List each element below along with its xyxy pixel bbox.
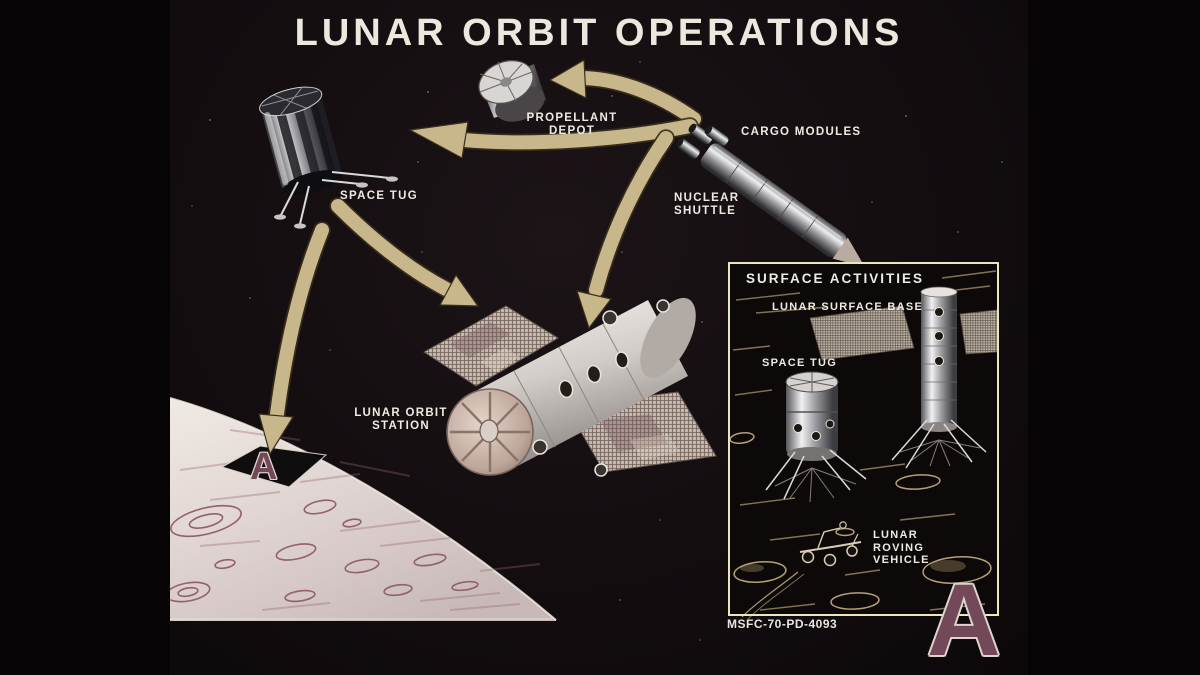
plate-letter: A (927, 563, 1001, 675)
space-tug-illustration (259, 86, 398, 229)
cargo-modules-illustration (675, 123, 730, 159)
cargo-modules-label: CARGO MODULES (741, 126, 862, 138)
lunar-orbit-station-label: LUNAR ORBIT STATION (336, 407, 466, 433)
propellant-depot-label: PROPELLANT DEPOT (505, 112, 639, 138)
lunar-roving-vehicle-label-line3: VEHICLE (873, 554, 930, 566)
reference-number: MSFC-70-PD-4093 (727, 617, 838, 631)
lunar-orbit-station-illustration (423, 297, 717, 477)
arrow-shuttle-to-depot (548, 58, 703, 128)
surface-activities-panel (728, 262, 999, 616)
propellant-depot-label-line1: PROPELLANT (526, 112, 618, 124)
page-title: LUNAR ORBIT OPERATIONS (294, 12, 904, 54)
lunar-orbit-station-label-line2: STATION (372, 420, 430, 432)
inset-space-tug-illustration (765, 371, 867, 503)
arrow-shuttle-to-station (576, 129, 675, 330)
lunar-roving-vehicle-label: LUNAR ROVING VEHICLE (873, 529, 930, 567)
nuclear-shuttle-label-line1: NUCLEAR (674, 192, 740, 204)
lunar-roving-vehicle-label-line2: ROVING (873, 541, 925, 554)
landing-site-letter: A (250, 446, 278, 488)
nuclear-shuttle-label: NUCLEAR SHUTTLE (674, 192, 739, 218)
arrow-tug-to-surface (258, 221, 331, 456)
lunar-orbit-station-label-line1: LUNAR ORBIT (354, 407, 448, 419)
surface-activities-inset-art (729, 264, 998, 620)
space-tug-label: SPACE TUG (340, 190, 418, 202)
propellant-depot-label-line2: DEPOT (548, 125, 596, 137)
flow-arrows (258, 58, 703, 456)
arrow-tug-to-station (329, 197, 480, 307)
surface-activities-title: SURFACE ACTIVITIES (746, 271, 925, 286)
lunar-roving-vehicle-illustration (741, 521, 862, 620)
propellant-depot-illustration (478, 60, 546, 122)
moon-illustration (170, 397, 557, 621)
inset-space-tug-label: SPACE TUG (762, 357, 838, 369)
landing-site-zone (220, 445, 328, 488)
star-speckles (191, 61, 1003, 641)
lunar-surface-base-illustration (809, 286, 998, 469)
nuclear-shuttle-label-line2: SHUTTLE (674, 205, 737, 217)
station-solar-panel-upper (423, 305, 559, 387)
lunar-roving-vehicle-label-line1: LUNAR (873, 529, 918, 541)
lunar-surface-base-label: LUNAR SURFACE BASE (772, 301, 924, 313)
